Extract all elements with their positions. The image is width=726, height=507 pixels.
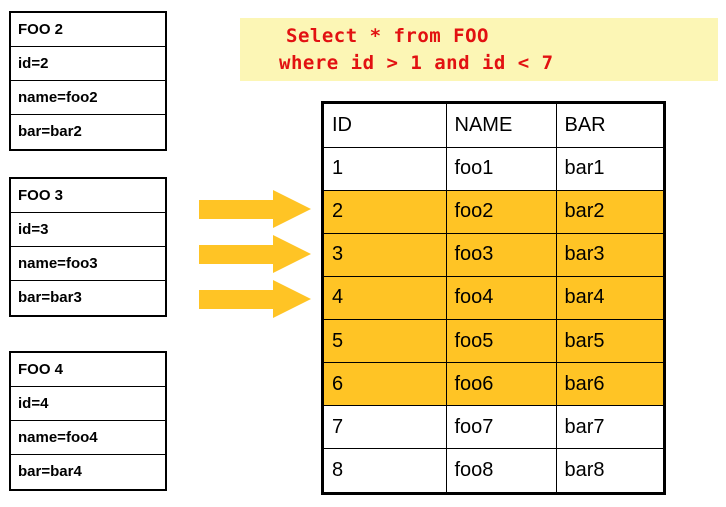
- sql-query-callout: Select * from FOO where id > 1 and id < …: [240, 18, 718, 81]
- cell-id: 6: [324, 362, 447, 407]
- flow-arrow-icon: [199, 190, 311, 228]
- record-box-foo4: FOO 4 id=4 name=foo4 bar=bar4: [9, 351, 167, 491]
- cell-bar: bar8: [555, 448, 663, 492]
- record-title: FOO 3: [11, 179, 165, 213]
- flow-arrow-icon: [199, 235, 311, 273]
- record-title: FOO 2: [11, 13, 165, 47]
- table-body: 1 foo1 bar1 2 foo2 bar2 3 foo3 bar3 4 fo…: [324, 146, 663, 492]
- cell-id: 3: [324, 232, 447, 277]
- record-field-bar: bar=bar3: [18, 289, 82, 306]
- cell-bar: bar7: [555, 405, 663, 450]
- record-field-name: name=foo4: [11, 421, 165, 455]
- sql-query-line-2: where id > 1 and id < 7: [279, 52, 554, 74]
- cell-name: foo5: [445, 318, 557, 364]
- sql-query-line-1: Select * from FOO: [286, 25, 489, 47]
- table-row: 4 foo4 bar4: [324, 275, 663, 321]
- record-field-id: id=3: [11, 213, 165, 247]
- record-field-id: id=2: [11, 47, 165, 81]
- record-field-id: id=4: [11, 387, 165, 421]
- record-title: FOO 4: [11, 353, 165, 387]
- cell-bar: bar3: [555, 232, 663, 277]
- cell-bar: bar5: [555, 318, 663, 364]
- result-table-container: ID NAME BAR 1 foo1 bar1 2 foo2 bar2 3 fo…: [321, 101, 666, 495]
- arrow-head: [273, 235, 311, 273]
- cell-bar: bar1: [555, 146, 663, 191]
- record-field-bar: bar=bar2: [18, 123, 82, 140]
- column-header-name: NAME: [445, 104, 557, 147]
- column-header-id: ID: [324, 104, 447, 147]
- cell-id: 7: [324, 405, 447, 450]
- arrow-shaft: [199, 200, 275, 219]
- table-row: 7 foo7 bar7: [324, 405, 663, 450]
- table-row: 3 foo3 bar3: [324, 232, 663, 277]
- table-row: 2 foo2 bar2: [324, 189, 663, 234]
- cell-bar: bar4: [555, 275, 663, 321]
- cell-name: foo4: [445, 275, 557, 321]
- record-box-foo2: FOO 2 id=2 name=foo2 bar=bar2: [9, 11, 167, 151]
- record-field-name: name=foo3: [11, 247, 165, 281]
- cell-id: 1: [324, 146, 447, 191]
- table-row: 1 foo1 bar1: [324, 146, 663, 191]
- cell-bar: bar2: [555, 189, 663, 234]
- table-header-row: ID NAME BAR: [324, 104, 663, 147]
- record-field-name: name=foo2: [11, 81, 165, 115]
- table-row: 8 foo8 bar8: [324, 448, 663, 492]
- cell-name: foo7: [445, 405, 557, 450]
- record-box-foo3: FOO 3 id=3 name=foo3 bar=bar3: [9, 177, 167, 317]
- arrow-head: [273, 190, 311, 228]
- arrow-shaft: [199, 245, 275, 264]
- column-header-bar: BAR: [555, 104, 663, 147]
- cell-id: 5: [324, 318, 447, 364]
- table-row: 5 foo5 bar5: [324, 318, 663, 364]
- arrow-head: [273, 280, 311, 318]
- record-field-bar: bar=bar4: [18, 463, 82, 480]
- result-table: ID NAME BAR 1 foo1 bar1 2 foo2 bar2 3 fo…: [324, 104, 663, 492]
- cell-id: 2: [324, 189, 447, 234]
- cell-bar: bar6: [555, 362, 663, 407]
- cell-name: foo8: [445, 448, 557, 492]
- cell-name: foo6: [445, 362, 557, 407]
- arrow-shaft: [199, 290, 275, 309]
- flow-arrow-group: [199, 190, 311, 325]
- flow-arrow-icon: [199, 280, 311, 318]
- cell-name: foo3: [445, 232, 557, 277]
- cell-name: foo2: [445, 189, 557, 234]
- cell-id: 8: [324, 448, 447, 492]
- table-row: 6 foo6 bar6: [324, 362, 663, 407]
- cell-id: 4: [324, 275, 447, 321]
- cell-name: foo1: [445, 146, 557, 191]
